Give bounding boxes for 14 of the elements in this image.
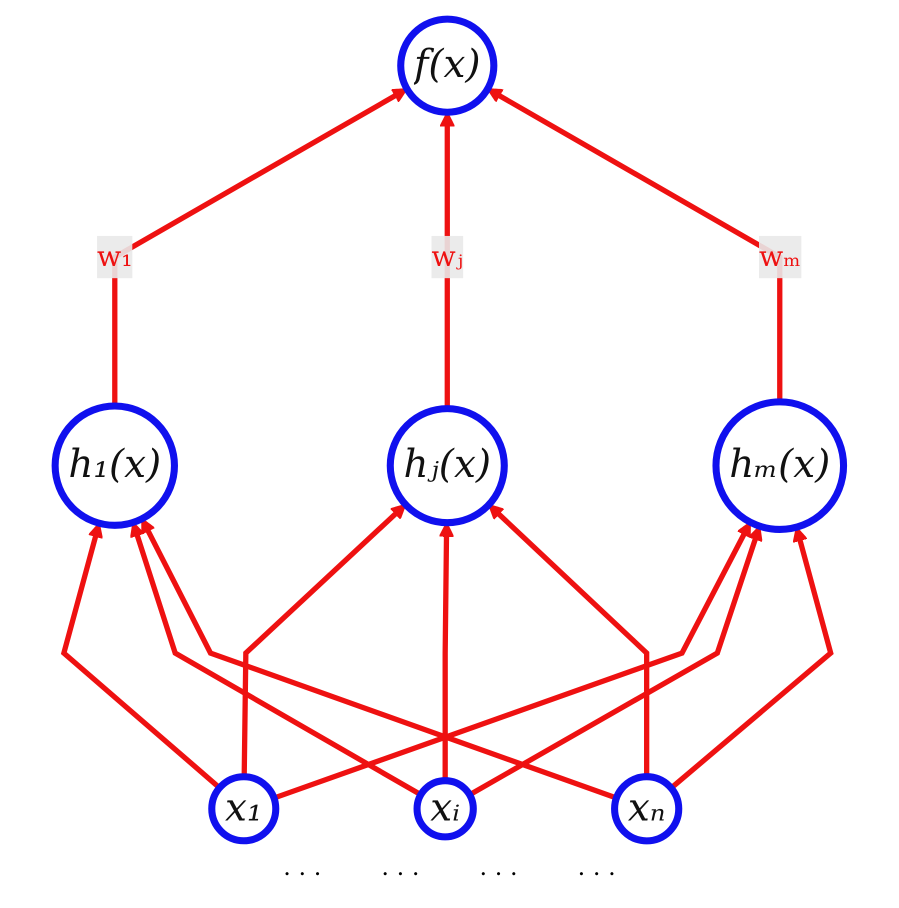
node-circle: x₁ <box>208 773 280 844</box>
node-circle: h₁(x) <box>52 402 178 529</box>
node-circle: xₙ <box>611 773 682 844</box>
edge-label: w₁ <box>97 239 133 273</box>
edge-label: wⱼ <box>432 239 464 273</box>
ellipsis-text: · · · <box>578 860 616 888</box>
ellipsis-text: · · · <box>381 860 420 888</box>
node-circle: f(x) <box>397 16 498 116</box>
node-circle: hⱼ(x) <box>386 405 508 526</box>
edge-label: wₘ <box>759 239 801 273</box>
node-circle: xᵢ <box>414 777 477 840</box>
node-circle: hₘ(x) <box>712 398 848 533</box>
ellipsis-text: · · · <box>480 860 518 888</box>
ellipsis-text: · · · <box>283 860 322 888</box>
